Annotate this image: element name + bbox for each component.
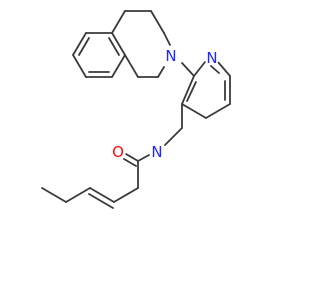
bond [181,75,195,105]
atom-label: N [151,143,162,161]
bond [111,54,126,78]
bond-n-carbonyl [137,154,150,162]
bond-carbonyl-o [125,153,139,162]
bond [111,32,126,56]
atom-label: N [206,49,217,67]
bond-carbonyl-o-double [123,158,137,167]
bond [163,32,171,46]
atom-o-carbonyl: O [110,143,126,161]
bond-ch2-n [164,127,183,146]
double-bond-inner [108,37,120,56]
molecule-canvas: N N N O [41,10,231,209]
atom-n-pyridine: N [204,49,220,67]
molecule-structure: N N N O [41,10,231,209]
double-bond-inner [88,193,114,209]
double-bond-inner [210,65,220,74]
bond [181,103,207,119]
atom-label: N [165,47,176,65]
bond [111,10,126,34]
double-bond-inner [186,81,197,102]
bond [65,187,91,203]
bond-n-pyridine [181,62,195,77]
bond [72,32,87,56]
bond [41,187,67,203]
bond [193,61,206,77]
hexenyl-chain [41,160,139,209]
atom-n-amide: N [149,143,165,161]
atom-n-tetrahydroisoquinoline: N [163,47,179,65]
atom-label: O [112,143,124,161]
bond [205,103,231,119]
bond [124,54,139,78]
benzene-ring [72,32,126,78]
bond [72,54,87,78]
tetrahydro-ring [111,10,171,78]
bond [217,61,231,77]
bond [150,10,165,34]
bond [113,187,139,203]
bond [157,66,165,78]
bond [89,187,115,203]
pyridine-ring [181,61,231,119]
double-bond-inner [78,37,90,56]
